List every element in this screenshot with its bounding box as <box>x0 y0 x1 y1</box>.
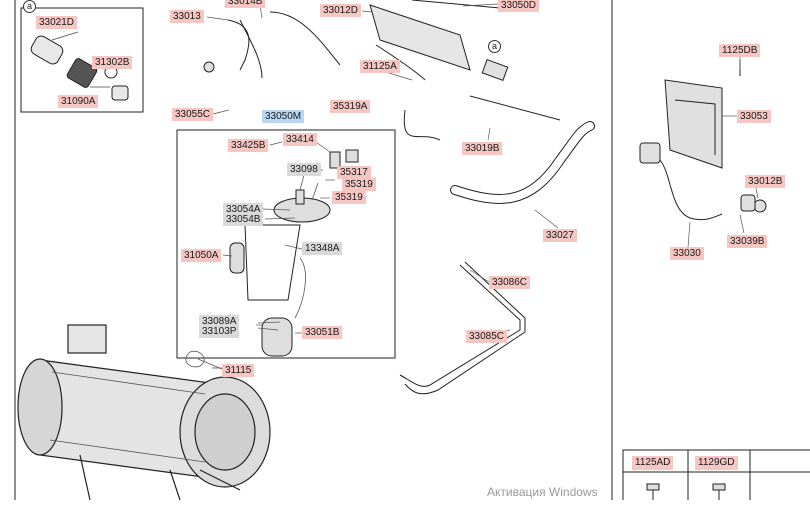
callout-a-canister: a <box>488 40 501 53</box>
part-31090a: 31090A <box>58 95 99 108</box>
part-35319-b: 35319 <box>332 191 366 204</box>
diagram-frame <box>14 0 613 505</box>
fuel-filter <box>229 242 245 274</box>
part-33103p: 33103P <box>199 325 240 338</box>
part-31050a: 31050A <box>181 249 222 262</box>
part-1125db: 1125DB <box>719 44 761 57</box>
part-33050d: 33050D <box>498 0 540 12</box>
part-33086c: 33086C <box>489 276 531 289</box>
part-31125a: 31125A <box>360 60 400 73</box>
part-33053: 33053 <box>737 110 771 123</box>
part-33055c: 33055C <box>172 108 214 121</box>
part-31302b: 31302B <box>92 56 133 69</box>
bolt-icon-2 <box>712 483 726 491</box>
callout-a-inset: a <box>23 0 36 13</box>
bolt-table-col-1125ad: 1125AD <box>632 456 674 470</box>
part-33019b: 33019B <box>462 142 503 155</box>
part-33014b: 33014B <box>225 0 266 8</box>
part-33054a: 33054A <box>223 203 264 216</box>
fuel-line-2 <box>404 261 526 395</box>
part-33012d: 33012D <box>320 4 362 17</box>
filter-cap <box>111 85 129 101</box>
part-33027: 33027 <box>543 229 577 242</box>
fuel-pump <box>261 317 293 357</box>
part-33425b: 33425B <box>228 139 269 152</box>
bolt-table-col-1129gd: 1129GD <box>695 456 738 470</box>
pump-assembly-box <box>176 129 396 359</box>
part-33039b: 33039B <box>727 235 768 248</box>
windows-activation-watermark: Активация Windows <box>487 485 598 499</box>
part-35319-a: 35319 <box>342 178 376 191</box>
part-33050m: 33050M <box>262 110 305 123</box>
part-33054b: 33054B <box>223 213 264 226</box>
part-33414: 33414 <box>283 133 317 146</box>
part-33051b: 33051B <box>302 326 343 339</box>
part-33013: 33013 <box>170 10 204 23</box>
filter-cartridge <box>30 35 64 65</box>
part-35317: 35317 <box>337 166 371 179</box>
part-31115: 31115 <box>222 364 255 377</box>
part-33021d: 33021D <box>36 16 78 29</box>
part-33012b: 33012B <box>745 175 786 188</box>
part-13348a: 13348A <box>302 242 343 255</box>
part-33089a: 33089A <box>199 315 240 328</box>
heat-shield <box>664 79 723 169</box>
part-35319a: 35319A <box>330 100 371 113</box>
vent-hose <box>450 121 595 204</box>
part-33098: 33098 <box>287 163 321 176</box>
inset-box <box>20 7 144 113</box>
pump-frame <box>244 224 301 301</box>
bolt-table <box>622 449 810 505</box>
tank-bracket <box>67 324 107 354</box>
bolt-icon-1 <box>646 483 660 491</box>
filter-element <box>66 58 98 88</box>
part-33030: 33030 <box>670 247 704 260</box>
part-33085c: 33085C <box>466 330 508 343</box>
canister <box>369 4 471 71</box>
